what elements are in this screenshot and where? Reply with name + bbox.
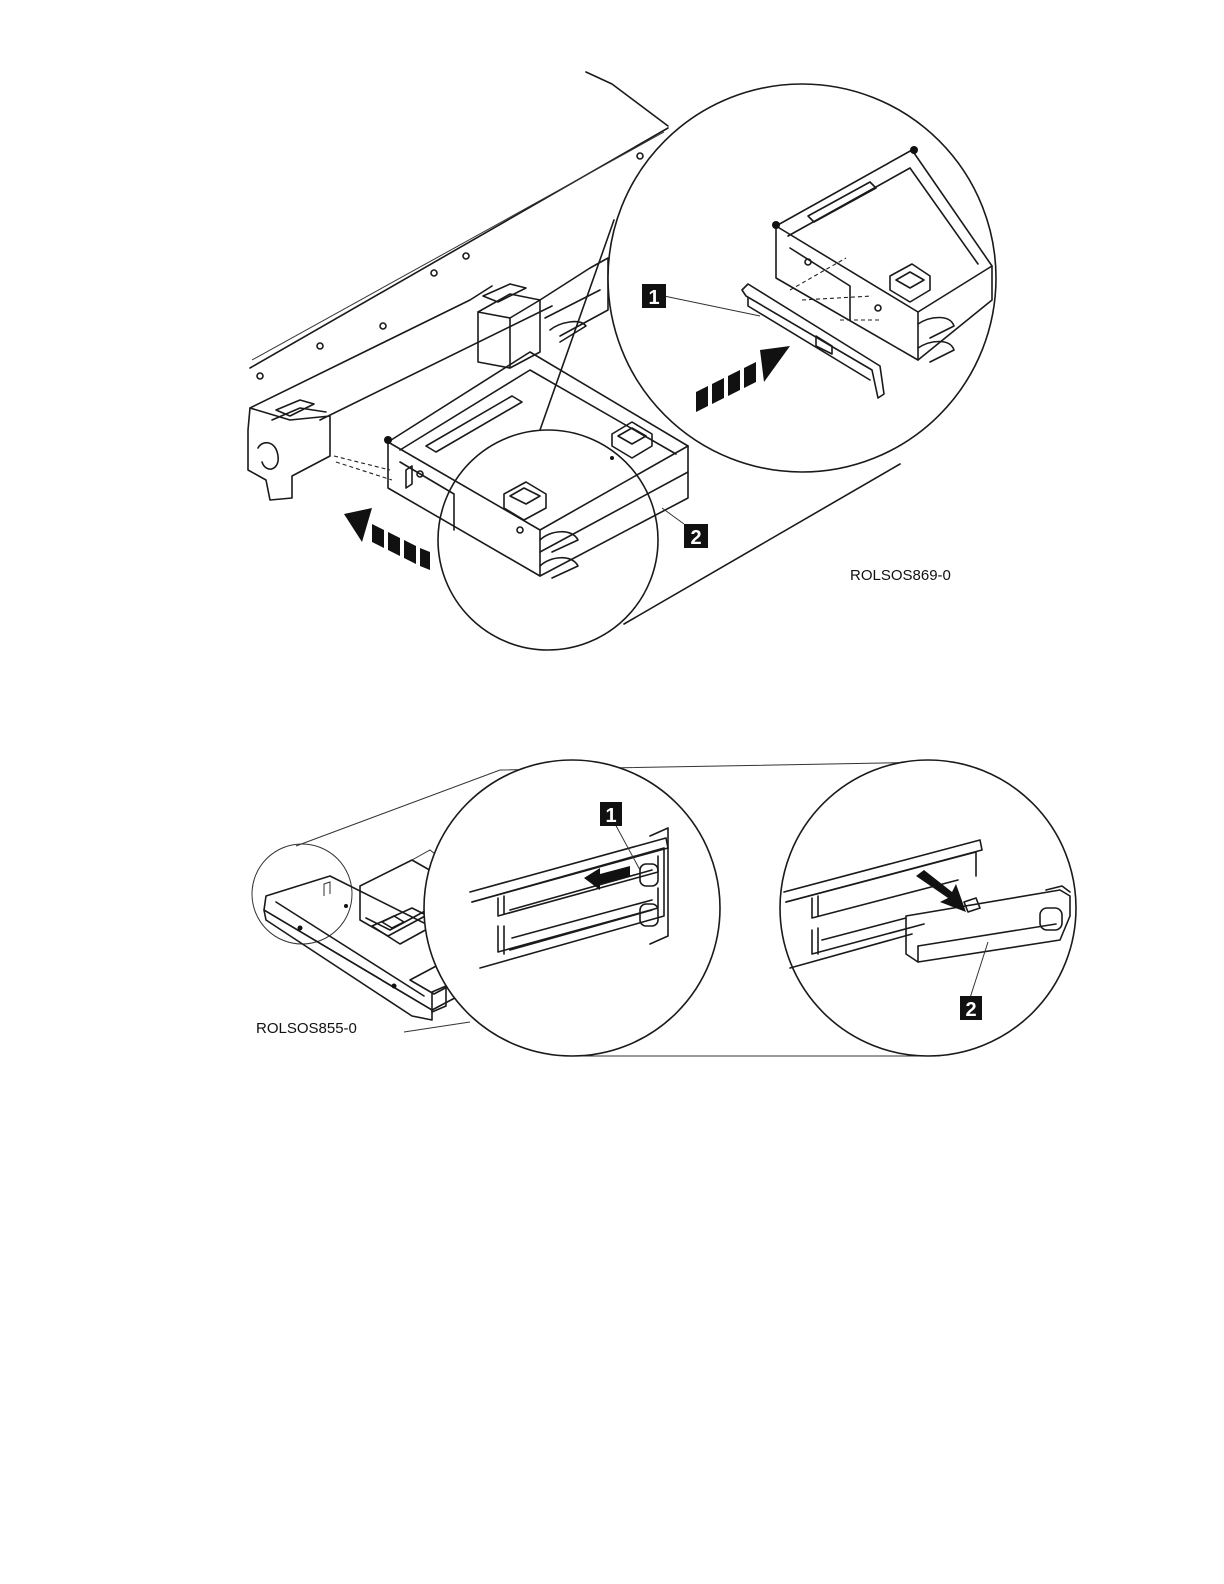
zoom-circle-small: [438, 430, 658, 650]
figure-2-id: ROLSOS855-0: [256, 1020, 357, 1037]
figure-1-drive-cage-removal: 1 2 ROLSOS869-0: [0, 0, 1224, 700]
figure-1-illustration: 1 2: [0, 0, 1224, 700]
callout-1: 1: [600, 802, 622, 827]
callout-1-label: 1: [648, 287, 659, 309]
callout-1-label: 1: [605, 805, 616, 827]
callout-1: 1: [642, 284, 666, 309]
zoom-circle-large: [608, 84, 996, 472]
zoom-circle-middle: [424, 760, 720, 1056]
figure-1-id: ROLSOS869-0: [850, 567, 951, 584]
callout-2-label: 2: [690, 527, 701, 549]
callout-2-leader: [662, 508, 684, 524]
zoom-connector-bottom: [624, 464, 900, 624]
arrow-remove-left: [344, 508, 430, 570]
server-chassis: [248, 72, 668, 500]
callout-2-label: 2: [965, 999, 976, 1021]
zoom-circle-right: [780, 760, 1076, 1056]
callout-2: 2: [960, 996, 982, 1021]
figure-2-illustration: 1: [0, 740, 1224, 1080]
callout-2: 2: [684, 524, 708, 549]
zoom-connector-top: [540, 220, 614, 430]
figure-2-filler-removal: 1: [0, 740, 1224, 1080]
